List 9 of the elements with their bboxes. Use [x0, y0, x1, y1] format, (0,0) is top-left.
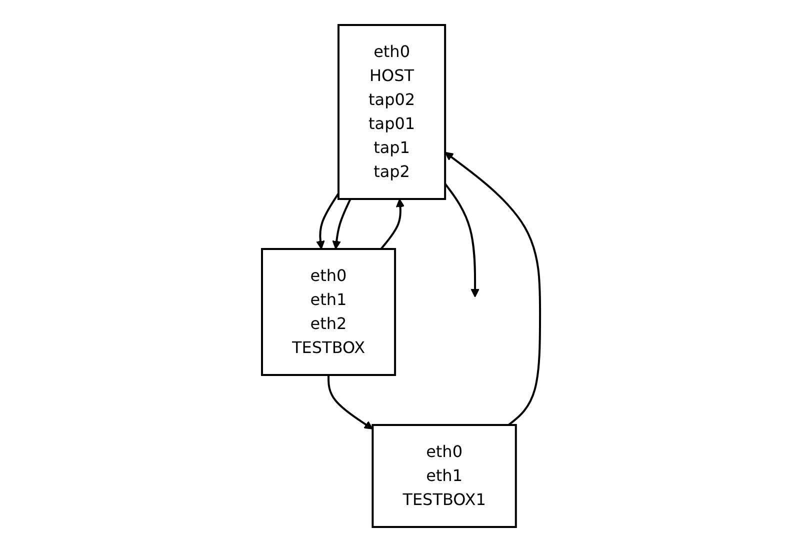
node-box: eth0 eth1 TESTBOX1 — [372, 424, 518, 528]
arrow — [444, 183, 480, 298]
arrow — [380, 198, 406, 250]
arrow — [445, 152, 542, 426]
node-box: eth0 HOST tap02 tap01 tap1 tap2 — [338, 24, 447, 200]
arrow — [328, 375, 374, 430]
node-box: eth0 eth1 eth2 TESTBOX — [261, 248, 397, 376]
arrow — [316, 192, 340, 250]
arrow — [332, 198, 352, 250]
